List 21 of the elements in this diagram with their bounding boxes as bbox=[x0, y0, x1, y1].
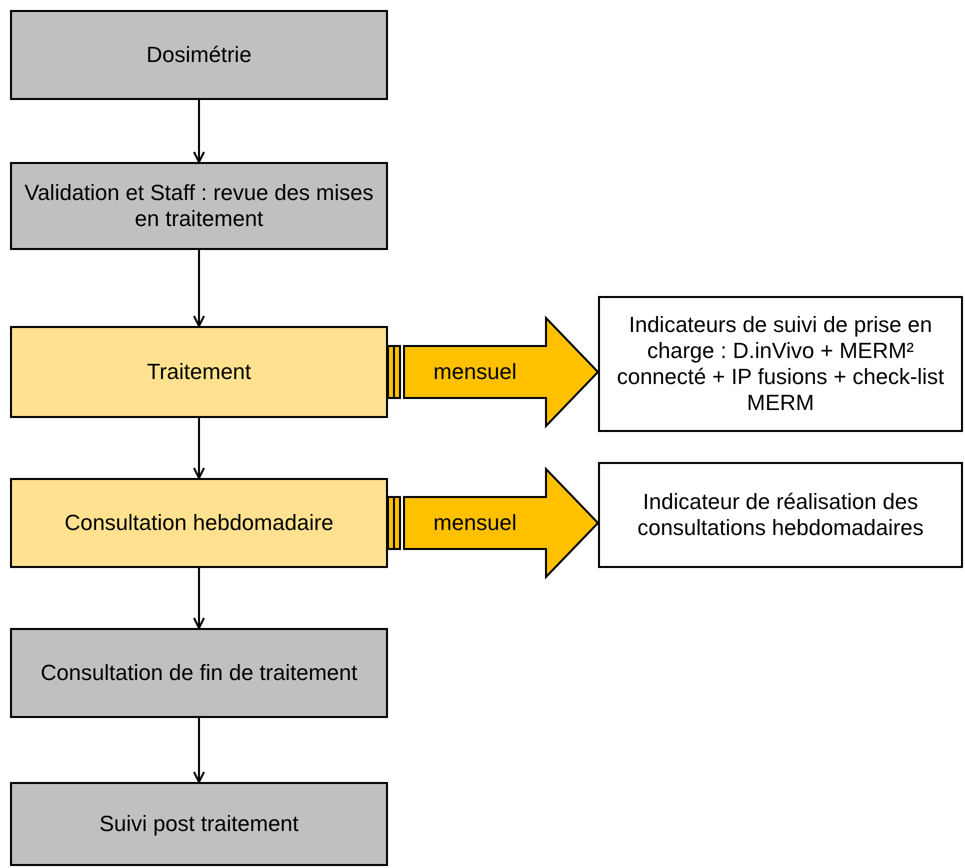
process-box bbox=[10, 478, 388, 568]
arrow bbox=[193, 418, 205, 479]
node-text: Indicateurs de suivi de prise en charge : D.inVivo + MERM² connecté + IP fusions + check-list MERM bbox=[616, 312, 946, 416]
arrow bbox=[193, 100, 205, 163]
process-box bbox=[10, 10, 388, 100]
process-box bbox=[10, 162, 388, 250]
process-box bbox=[10, 326, 388, 418]
arrow bbox=[193, 568, 205, 629]
process-box bbox=[10, 782, 388, 866]
arrow bbox=[193, 250, 205, 327]
node-text: Indicateur de réalisation des consultations hebdomadaires bbox=[636, 489, 925, 541]
node-text: Consultation hebdomadaire bbox=[64, 510, 334, 536]
node-text: Validation et Staff : revue des mises en traitement bbox=[24, 180, 374, 232]
node-text: Consultation de fin de traitement bbox=[40, 660, 358, 686]
node-text: Suivi post traitement bbox=[99, 811, 299, 837]
node-text: Dosimétrie bbox=[146, 42, 252, 68]
node-text: Traitement bbox=[146, 359, 252, 385]
indicator-box bbox=[598, 296, 963, 432]
process-box bbox=[10, 628, 388, 718]
indicator-box bbox=[598, 462, 963, 568]
arrow bbox=[193, 718, 205, 783]
